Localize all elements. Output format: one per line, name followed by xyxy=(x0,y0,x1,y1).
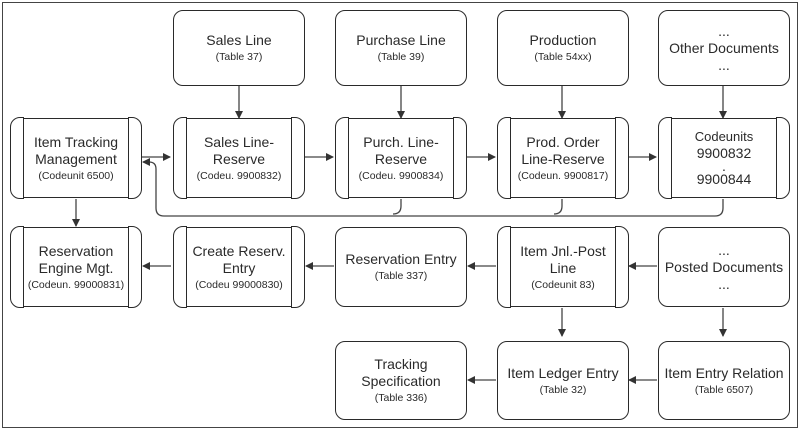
box-line: ... xyxy=(718,22,730,39)
box-line: 9900844 xyxy=(696,171,752,187)
box-create-reserv-entry: Create Reserv. Entry (Codeu 99000830) xyxy=(173,226,305,308)
box-purchase-line: Purchase Line (Table 39) xyxy=(335,10,467,86)
box-purch-line-reserve: Purch. Line- Reserve (Codeu. 9900834) xyxy=(335,117,467,199)
box-tracking-specification: Tracking Specification (Table 336) xyxy=(335,341,467,420)
box-other-documents: ... Other Documents ... xyxy=(658,10,790,86)
box-subtitle: (Codeu 99000830) xyxy=(195,278,283,291)
box-line: Reserve xyxy=(212,150,266,167)
box-subtitle: (Table 336) xyxy=(374,392,428,404)
box-title: Item Entry Relation xyxy=(664,364,784,381)
return-line-to-item-tracking xyxy=(142,158,724,217)
box-item-jnl-post-line: Item Jnl.-Post Line (Codeunit 83) xyxy=(497,226,629,308)
return-tick-purch xyxy=(392,199,402,215)
box-subtitle: (Codeunit 6500) xyxy=(38,169,114,182)
box-line: . xyxy=(722,158,726,174)
box-line: Management xyxy=(35,150,117,167)
box-line: Engine Mgt. xyxy=(38,259,114,276)
box-subtitle: (Codeu. 9900832) xyxy=(196,169,282,182)
box-reservation-entry: Reservation Entry (Table 337) xyxy=(335,227,467,307)
return-tick-prod xyxy=(553,199,563,215)
box-line: Codeunits xyxy=(694,129,754,144)
box-line: Line xyxy=(549,259,577,276)
box-prod-order-line-reserve: Prod. Order Line-Reserve (Codeun. 990081… xyxy=(497,117,629,199)
box-title: Posted Documents xyxy=(664,258,784,275)
box-subtitle: (Codeun. 99000831) xyxy=(27,278,125,291)
box-subtitle: (Codeunit 83) xyxy=(531,278,595,291)
box-sales-line-reserve: Sales Line- Reserve (Codeu. 9900832) xyxy=(173,117,305,199)
box-line: Reserve xyxy=(374,150,428,167)
box-item-ledger-entry: Item Ledger Entry (Table 32) xyxy=(497,341,629,420)
box-line: ... xyxy=(718,241,730,258)
box-codeunits: Codeunits 9900832 . 9900844 xyxy=(658,117,790,199)
box-subtitle: (Codeun. 9900817) xyxy=(517,169,609,182)
box-subtitle: (Table 32) xyxy=(539,383,587,396)
box-line: Create Reserv. xyxy=(192,242,286,259)
box-line: Item Tracking xyxy=(33,133,119,150)
box-subtitle: (Table 37) xyxy=(215,51,263,63)
box-line: Sales Line- xyxy=(203,133,275,150)
box-item-tracking-management: Item Tracking Management (Codeunit 6500) xyxy=(10,117,142,199)
box-title: Other Documents xyxy=(669,39,779,56)
box-line: ... xyxy=(718,275,730,292)
box-posted-documents: ... Posted Documents ... xyxy=(658,227,790,307)
box-title: Sales Line xyxy=(206,32,272,48)
box-sales-line: Sales Line (Table 37) xyxy=(173,10,305,86)
box-subtitle: (Codeu. 9900834) xyxy=(358,169,444,182)
box-line: ... xyxy=(718,56,730,73)
box-line: Prod. Order xyxy=(526,133,600,150)
box-line: Reservation xyxy=(38,242,114,259)
box-line: Entry xyxy=(222,259,256,276)
box-title: Purchase Line xyxy=(356,32,446,48)
box-line: Purch. Line- xyxy=(363,133,439,150)
box-subtitle: (Table 6507) xyxy=(694,383,754,396)
box-line: Specification xyxy=(361,373,441,389)
box-title: Production xyxy=(529,32,597,48)
box-title: Item Ledger Entry xyxy=(507,364,619,381)
box-subtitle: (Table 39) xyxy=(377,51,425,63)
box-subtitle: (Table 54xx) xyxy=(534,51,592,63)
box-reservation-engine-mgt: Reservation Engine Mgt. (Codeun. 9900083… xyxy=(10,226,142,308)
box-item-entry-relation: Item Entry Relation (Table 6507) xyxy=(658,341,790,420)
box-production: Production (Table 54xx) xyxy=(497,10,629,86)
box-line: Line-Reserve xyxy=(521,150,605,167)
box-title: Reservation Entry xyxy=(345,251,457,267)
box-line: 9900832 xyxy=(696,145,752,161)
box-line: Tracking xyxy=(374,356,428,372)
box-line: Item Jnl.-Post xyxy=(520,242,606,259)
box-subtitle: (Table 337) xyxy=(374,270,428,282)
